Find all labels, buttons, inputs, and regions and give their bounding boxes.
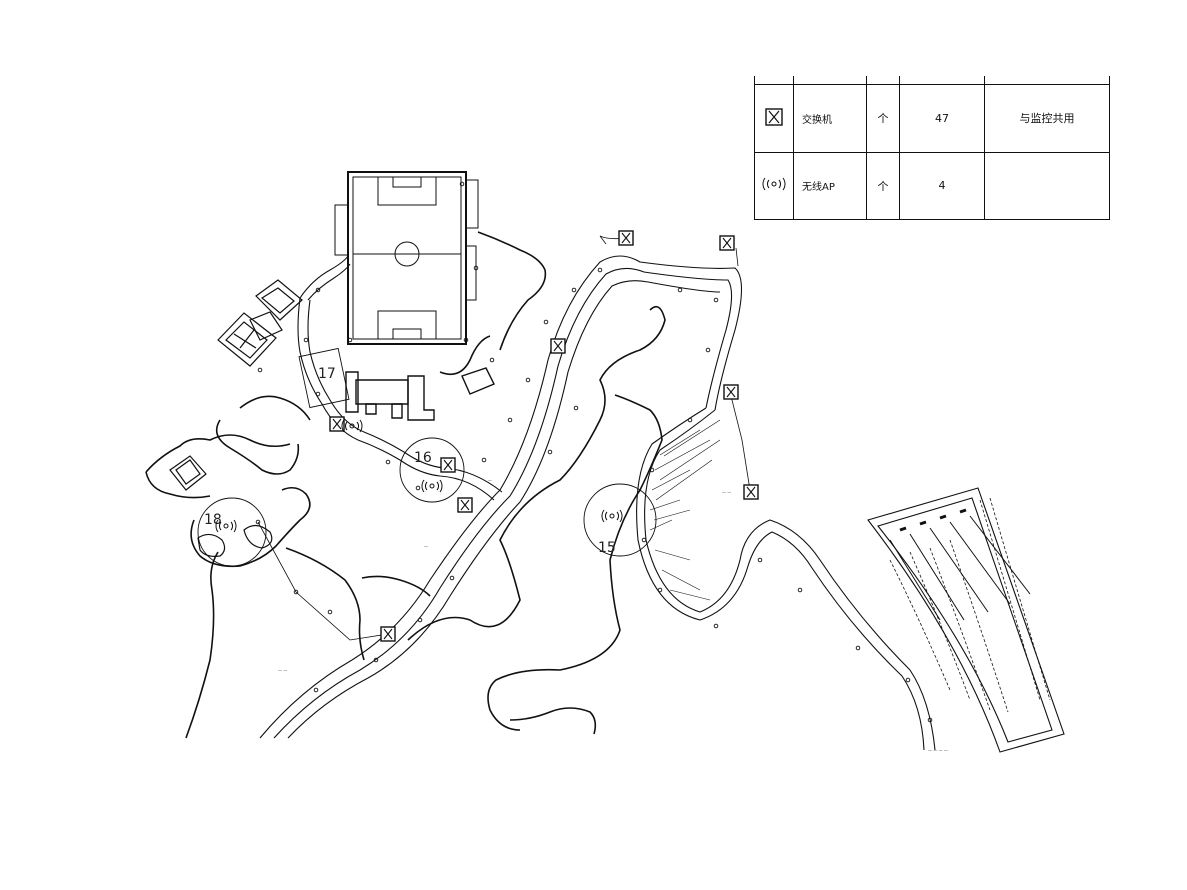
wireless-ap-icon [762,177,786,191]
wireless-ap-icon [421,479,443,493]
svg-text:— —: — — [722,490,731,495]
soccer-field [334,171,479,345]
zone-label-17: 17 [318,366,336,382]
switch-icon [550,338,566,354]
svg-text:—: — [488,478,492,483]
legend-icon-cell [754,151,794,221]
legend-qty: 47 [899,84,985,153]
svg-text:— —: — — [278,668,287,673]
small-road-labels: — — — — — — — — — — [278,478,948,753]
ap-coverage-circles [197,347,657,567]
zone-label-16: 16 [414,450,432,466]
legend-note [984,151,1110,221]
legend-table: 交换机 个 47 与监控共用 无线AP 个 4 [754,76,1110,221]
legend-header-cell [899,76,985,86]
legend-icon-cell [754,84,794,153]
legend-header-row [754,76,1110,86]
legend-name: 交换机 [793,84,867,153]
legend-row-switch: 交换机 个 47 与监控共用 [754,84,1110,153]
switch-icon [618,230,634,246]
svg-text:— — — —: — — — — [928,748,948,753]
pond-features [169,455,273,557]
switch-markers [329,230,759,642]
ap-markers [215,419,623,533]
road-network [259,255,936,751]
switch-box-icon [765,108,783,126]
legend-header-cell [866,76,900,86]
legend-qty: 4 [899,151,985,221]
legend-name: 无线AP [793,151,867,221]
building-cluster [345,367,495,421]
cable-routes [257,235,751,641]
legend-header-cell [754,76,794,86]
parking-lot [867,487,1065,753]
zone-label-15: 15 [598,540,616,556]
switch-icon [440,457,456,473]
legend-row-ap: 无线AP 个 4 [754,151,1110,221]
switch-icon [723,384,739,400]
zone-label-18: 18 [204,512,222,528]
terrain-contours [145,231,666,739]
switch-icon [380,626,396,642]
basketball-courts [217,279,303,367]
wireless-ap-icon [601,509,623,523]
switch-icon [743,484,759,500]
switch-icon [719,235,735,251]
device-points [255,181,933,723]
legend-unit: 个 [866,151,900,221]
zone-labels: 17 16 18 15 [204,366,616,556]
legend-unit: 个 [866,84,900,153]
switch-icon [457,497,473,513]
svg-text:—: — [424,544,428,549]
legend-header-cell [793,76,867,86]
legend-note: 与监控共用 [984,84,1110,153]
legend-header-cell [984,76,1110,86]
